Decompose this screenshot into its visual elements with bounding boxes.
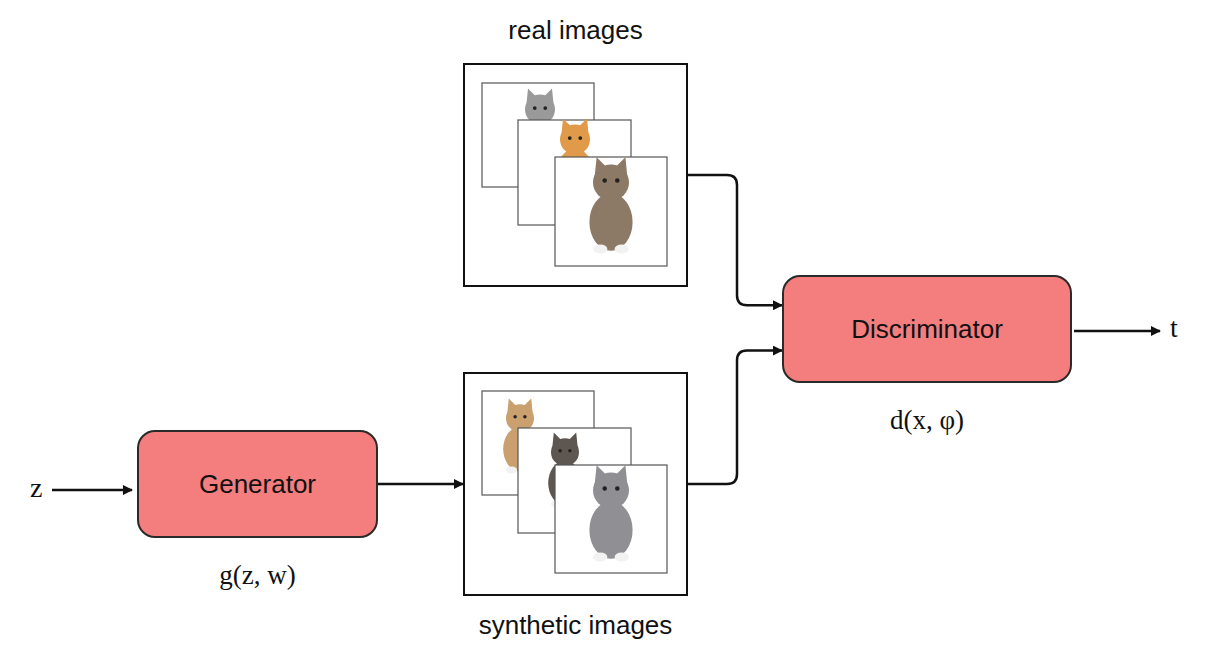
discriminator-box: Discriminatord(x, φ)	[782, 275, 1072, 383]
process-name: Generator	[199, 469, 316, 500]
image-set-box: real images	[463, 63, 688, 287]
process-name: Discriminator	[851, 314, 1003, 345]
output-arrow	[1074, 330, 1160, 333]
flow-arrow	[688, 175, 782, 305]
flow-arrow	[378, 483, 463, 486]
image-set-box: synthetic images	[463, 372, 688, 596]
synthetic-image-stack	[482, 391, 667, 573]
flow-arrow	[688, 351, 782, 484]
box-caption: real images	[508, 15, 642, 46]
input-arrow	[52, 489, 132, 492]
function-label: d(x, φ)	[890, 405, 964, 436]
function-label: g(z, w)	[219, 560, 295, 591]
input-variable: z	[30, 472, 42, 504]
generator-box: Generatorg(z, w)	[137, 430, 378, 538]
box-caption: synthetic images	[479, 610, 673, 641]
real-image-stack	[482, 83, 667, 266]
output-variable: t	[1170, 312, 1178, 344]
